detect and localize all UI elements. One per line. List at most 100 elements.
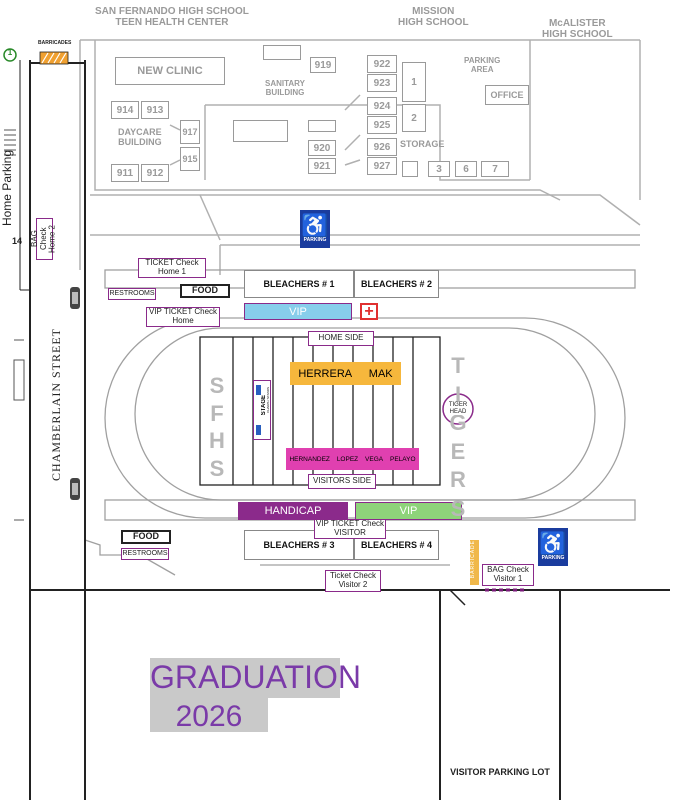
- ticket-home1-line2: Home 1: [157, 267, 186, 276]
- visitor-parking-lot-label: VISITOR PARKING LOT: [450, 767, 550, 777]
- vip-section-bottom: VIP: [355, 502, 462, 520]
- building-919: 919: [310, 57, 336, 73]
- accessible-parking-icon-bottom: ♿ PARKING: [538, 528, 568, 566]
- storage-unit-2: 2: [402, 104, 426, 132]
- visitor-name-vega: VEGA: [365, 455, 384, 463]
- vip-ticket-visitor-line1: VIP TICKET Check: [315, 519, 385, 529]
- new-clinic-building: NEW CLINIC: [115, 57, 225, 85]
- parking-area-line2: AREA: [470, 64, 494, 74]
- building-925: 925: [367, 116, 397, 134]
- tiger-head-label: TIGER HEAD: [446, 402, 470, 416]
- small-building-north: [263, 45, 301, 60]
- building-926: 926: [367, 138, 397, 156]
- first-aid-icon: +: [360, 303, 378, 320]
- tiger-head-line1: TIGER: [448, 402, 468, 408]
- parking-area-line1: PARKING: [464, 56, 501, 65]
- storage-label: STORAGE: [400, 139, 445, 149]
- parking-icon-caption: PARKING: [303, 237, 327, 243]
- handicap-section: HANDICAP: [238, 502, 348, 520]
- bag-home2-line1: BAG Check: [30, 227, 49, 251]
- food-bottom: FOOD: [121, 530, 171, 544]
- visitor-names-block: HERNANDEZ LOPEZ VEGA PELAYO: [286, 448, 419, 470]
- building-915: 915: [180, 147, 200, 171]
- mission-label-line2: HIGH SCHOOL: [398, 17, 469, 28]
- storage-small-box: [402, 161, 418, 177]
- daycare-building-label: DAYCARE BUILDING: [118, 127, 162, 148]
- building-922: 922: [367, 55, 397, 73]
- ticket-check-visitor-2: Ticket Check Visitor 2: [325, 570, 381, 592]
- vip-ticket-check-home: VIP TICKET Check Home: [146, 307, 220, 327]
- visitor-name-hernandez: HERNANDEZ: [289, 455, 330, 463]
- parking-icon-caption: PARKING: [541, 555, 565, 561]
- bag-check-home-2: BAG Check Home 2: [30, 218, 57, 260]
- storage-unit-3: 3: [428, 161, 450, 177]
- title-bg-line2: [150, 698, 268, 732]
- vip-ticket-check-visitor: VIP TICKET Check VISITOR: [314, 519, 386, 539]
- wheelchair-icon: ♿: [301, 213, 329, 238]
- chamberlain-street-label: CHAMBERLAIN STREET: [49, 328, 63, 481]
- building-927: 927: [367, 157, 397, 175]
- restrooms-bottom: RESTROOMS: [121, 548, 169, 560]
- stage-speaker-icon: [256, 425, 261, 435]
- vip-ticket-visitor-line2: VISITOR: [334, 528, 366, 537]
- vip-ticket-home-line1: VIP TICKET Check: [148, 307, 218, 317]
- parking-area-label: PARKING AREA: [464, 56, 501, 75]
- mcalister-label: McALISTER HIGH SCHOOL: [542, 18, 613, 40]
- storage-unit-6: 6: [455, 161, 477, 177]
- daycare-label-line2: BUILDING: [118, 136, 162, 147]
- sfhs-end-zone-letters: S F H S: [209, 373, 225, 481]
- restrooms-top: RESTROOMS: [108, 288, 156, 300]
- sanitary-small-box: [308, 120, 336, 132]
- building-913: 913: [141, 101, 169, 119]
- vip-ticket-home-line2: Home: [172, 316, 194, 325]
- bag-check-home-2-text: BAG Check Home 2: [30, 219, 57, 259]
- wheelchair-icon: ♿: [539, 531, 567, 556]
- vip-section-top: VIP: [244, 303, 352, 320]
- storage-unit-1: 1: [402, 62, 426, 102]
- mcalister-label-line2: HIGH SCHOOL: [542, 29, 613, 40]
- ticket-check-home-1: TICKET Check Home 1: [138, 258, 206, 278]
- storage-unit-7: 7: [481, 161, 509, 177]
- bag-home2-line2: Home 2: [47, 225, 57, 254]
- daycare-label-line1: DAYCARE: [118, 127, 162, 137]
- sanitary-building-label: SANITARY BUILDING: [265, 79, 305, 98]
- ticket-visitor2-line1: Ticket Check: [330, 571, 376, 581]
- building-911: 911: [111, 164, 139, 182]
- bag-visitor1-line2: Visitor 1: [493, 574, 523, 583]
- building-921: 921: [308, 158, 336, 174]
- mcalister-label-line1: McALISTER: [548, 18, 606, 29]
- office-building: OFFICE: [485, 85, 529, 105]
- building-917: 917: [180, 120, 200, 144]
- ticket-home1-line1: TICKET Check: [145, 258, 199, 268]
- home-side-label: HOME SIDE: [308, 331, 374, 346]
- barricade-vertical-label: BARRICADE: [470, 540, 476, 579]
- sanitary-label-line1: SANITARY: [265, 79, 305, 88]
- visitor-name-lopez: LOPEZ: [336, 455, 359, 463]
- barricades-label: BARRICADES: [38, 40, 72, 46]
- ticket-visitor2-line2: Visitor 2: [338, 580, 368, 589]
- barricade-vertical-mark: [470, 540, 479, 585]
- food-top: FOOD: [180, 284, 230, 298]
- tigers-end-zone-letters: T I G E R S: [449, 353, 467, 521]
- mission-label-line1: MISSION: [412, 6, 455, 17]
- police-car-bottom: [70, 478, 80, 500]
- stage-box: STAGE CHAIRS / STANDS: [253, 380, 271, 440]
- building-923: 923: [367, 74, 397, 92]
- marker-one-label: 1: [7, 48, 13, 57]
- bleachers-2: BLEACHERS # 2: [354, 270, 439, 298]
- sfhs-label: SAN FERNANDO HIGH SCHOOL TEEN HEALTH CEN…: [95, 6, 249, 28]
- sanitary-label-line2: BUILDING: [265, 87, 305, 97]
- visitor-name-pelayo: PELAYO: [390, 455, 416, 463]
- bag-check-visitor-1: BAG Check Visitor 1: [482, 564, 534, 586]
- title-line1: GRADUATION: [150, 659, 361, 695]
- building-914: 914: [111, 101, 139, 119]
- building-920: 920: [308, 140, 336, 156]
- visitors-side-label: VISITORS SIDE: [308, 474, 376, 489]
- sfhs-label-line1: SAN FERNANDO HIGH SCHOOL: [95, 6, 249, 17]
- title-bg-line1: [150, 658, 340, 698]
- tiger-head-line2: HEAD: [449, 408, 467, 415]
- title-line2: 2026: [175, 700, 243, 733]
- building-924: 924: [367, 97, 397, 115]
